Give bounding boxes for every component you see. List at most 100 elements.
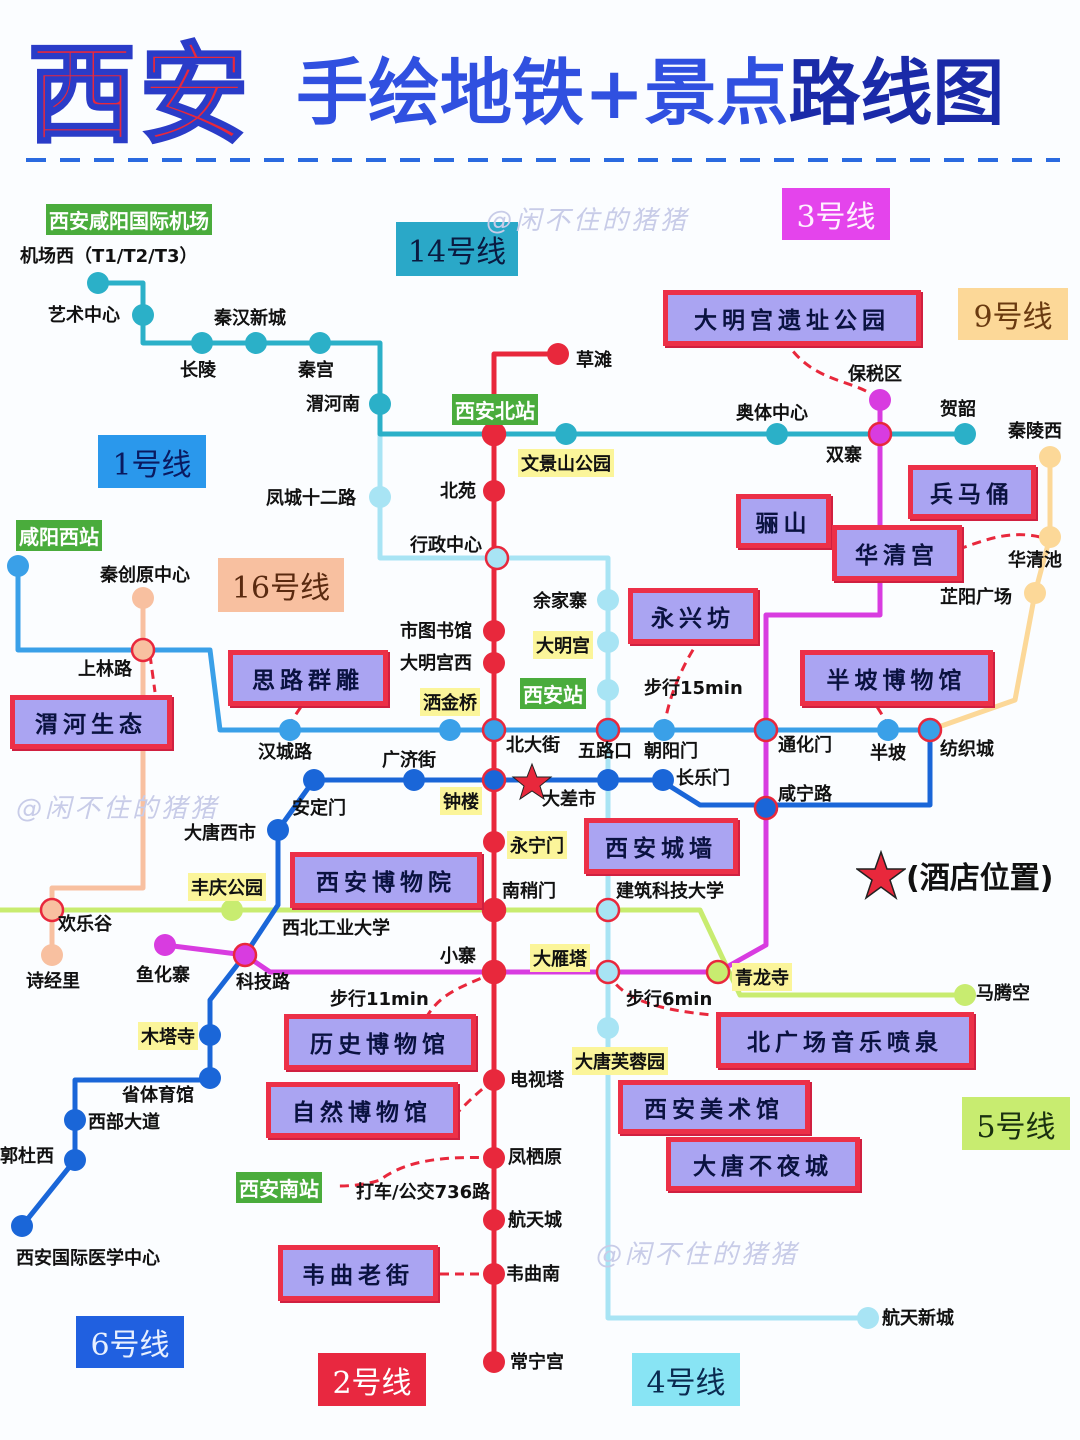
station-dot[interactable] xyxy=(597,631,619,653)
transfer-station-dot[interactable] xyxy=(481,959,507,985)
station-label: 纺织城 xyxy=(940,739,994,760)
watermark: @闲不住的猪猪 xyxy=(596,1240,800,1270)
transfer-station-dot[interactable] xyxy=(484,545,510,571)
transfer-station-dot[interactable] xyxy=(481,421,507,447)
line-badge[interactable]: 14号线 xyxy=(396,222,518,276)
station-dot[interactable] xyxy=(1024,582,1046,604)
station-dot[interactable] xyxy=(483,652,505,674)
station-label: 汉城路 xyxy=(258,742,312,763)
walk-arrow-weihe xyxy=(148,654,157,693)
highlighted-station-label: 丰庆公园 xyxy=(188,873,266,901)
line-badge[interactable]: 3号线 xyxy=(782,188,890,240)
station-dot[interactable] xyxy=(132,587,154,609)
walk-annotation: 打车/公交736路 xyxy=(356,1182,491,1203)
station-dot[interactable] xyxy=(869,389,891,411)
station-dot[interactable] xyxy=(132,304,154,326)
hotel-legend: (酒店位置) xyxy=(856,850,1053,900)
station-label: 大唐西市 xyxy=(184,823,256,844)
transfer-station-dot[interactable] xyxy=(705,959,731,985)
transfer-station-dot[interactable] xyxy=(232,942,258,968)
station-dot[interactable] xyxy=(483,1351,505,1373)
station-dot[interactable] xyxy=(1039,526,1061,548)
line-badge[interactable]: 9号线 xyxy=(958,288,1068,340)
highlighted-station-label: 大雁塔 xyxy=(530,944,590,972)
station-dot[interactable] xyxy=(483,620,505,642)
station-dot[interactable] xyxy=(597,589,619,611)
station-dot[interactable] xyxy=(483,1209,505,1231)
transfer-station-dot[interactable] xyxy=(481,897,507,923)
highlighted-station-label: 大唐芙蓉园 xyxy=(572,1047,668,1075)
transfer-station-dot[interactable] xyxy=(595,897,621,923)
station-label: 余家寨 xyxy=(533,591,587,612)
station-dot[interactable] xyxy=(191,332,213,354)
station-dot[interactable] xyxy=(483,1147,505,1169)
line-5-path xyxy=(0,907,965,998)
line-badge[interactable]: 1号线 xyxy=(98,435,206,488)
station-dot[interactable] xyxy=(369,486,391,508)
station-dot[interactable] xyxy=(954,984,976,1006)
highlighted-station-label: 木塔寺 xyxy=(138,1022,198,1050)
station-dot[interactable] xyxy=(1039,446,1061,468)
transfer-station-dot[interactable] xyxy=(753,795,779,821)
attraction-box: 韦曲老街 xyxy=(278,1245,438,1301)
station-label: 北大街 xyxy=(506,735,560,756)
station-dot[interactable] xyxy=(857,1307,879,1329)
line-6-path xyxy=(20,730,933,1228)
transfer-station-dot[interactable] xyxy=(595,959,621,985)
station-dot[interactable] xyxy=(877,719,899,741)
highlighted-station-label: 文景山公园 xyxy=(518,449,614,477)
transfer-station-dot[interactable] xyxy=(595,717,621,743)
station-dot[interactable] xyxy=(547,343,569,365)
station-dot[interactable] xyxy=(439,719,461,741)
station-dot[interactable] xyxy=(369,393,391,415)
station-dot[interactable] xyxy=(597,679,619,701)
station-dot[interactable] xyxy=(245,332,267,354)
station-dot[interactable] xyxy=(199,1024,221,1046)
station-dot[interactable] xyxy=(279,719,301,741)
attraction-box: 大唐不夜城 xyxy=(666,1137,860,1191)
station-dot[interactable] xyxy=(954,423,976,445)
station-dot[interactable] xyxy=(403,769,425,791)
transfer-station-dot[interactable] xyxy=(481,767,507,793)
hub-label: 西安咸阳国际机场 xyxy=(46,204,212,235)
transfer-station-dot[interactable] xyxy=(917,717,943,743)
station-dot[interactable] xyxy=(483,480,505,502)
station-dot[interactable] xyxy=(653,719,675,741)
station-dot[interactable] xyxy=(766,423,788,445)
line-badge[interactable]: 16号线 xyxy=(218,558,344,612)
station-dot[interactable] xyxy=(11,1215,33,1237)
station-dot[interactable] xyxy=(483,831,505,853)
station-dot[interactable] xyxy=(7,555,29,577)
station-dot[interactable] xyxy=(652,769,674,791)
station-dot[interactable] xyxy=(303,769,325,791)
station-dot[interactable] xyxy=(64,1149,86,1171)
station-dot[interactable] xyxy=(154,934,176,956)
line-badge[interactable]: 5号线 xyxy=(962,1097,1070,1150)
transfer-station-dot[interactable] xyxy=(130,637,156,663)
station-dot[interactable] xyxy=(87,272,109,294)
station-label: 双寨 xyxy=(826,445,862,466)
station-label: 韦曲南 xyxy=(506,1264,560,1285)
station-dot[interactable] xyxy=(267,819,289,841)
station-dot[interactable] xyxy=(483,1263,505,1285)
line-badge[interactable]: 2号线 xyxy=(318,1353,426,1406)
transfer-station-dot[interactable] xyxy=(867,421,893,447)
transfer-station-dot[interactable] xyxy=(39,897,65,923)
highlighted-station-label: 大明宫 xyxy=(533,631,593,659)
station-dot[interactable] xyxy=(41,944,63,966)
station-dot[interactable] xyxy=(221,899,243,921)
station-dot[interactable] xyxy=(309,332,331,354)
transfer-station-dot[interactable] xyxy=(481,717,507,743)
station-dot[interactable] xyxy=(64,1109,86,1131)
transfer-station-dot[interactable] xyxy=(753,717,779,743)
station-label: 航天城 xyxy=(508,1210,562,1231)
station-dot[interactable] xyxy=(483,1069,505,1091)
title-city: 西安 xyxy=(26,31,253,160)
star-icon xyxy=(856,850,906,900)
station-dot[interactable] xyxy=(597,1017,619,1039)
line-badge[interactable]: 4号线 xyxy=(632,1353,740,1406)
station-dot[interactable] xyxy=(199,1067,221,1089)
station-dot[interactable] xyxy=(597,769,619,791)
station-dot[interactable] xyxy=(555,423,577,445)
line-badge[interactable]: 6号线 xyxy=(76,1316,184,1368)
